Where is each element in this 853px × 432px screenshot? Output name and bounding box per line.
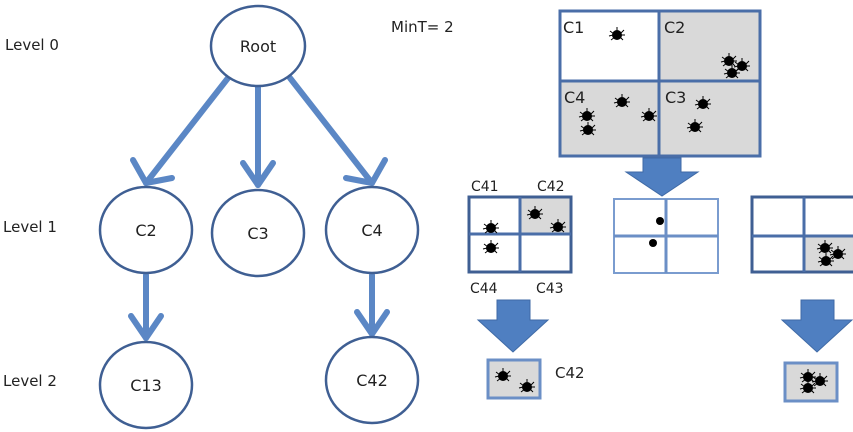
point	[482, 239, 500, 254]
cell-c44-label: C44	[470, 281, 498, 297]
threshold-label: MinT= 2	[391, 18, 454, 36]
result-c42-label: C42	[555, 364, 585, 382]
top-quad-grid	[558, 9, 762, 158]
node-root-label: Root	[240, 37, 276, 56]
point	[482, 219, 500, 234]
node-c4	[324, 185, 420, 275]
result-cell-c2	[783, 361, 839, 403]
node-c42-label: C42	[356, 371, 388, 390]
cell-c42-shade	[520, 197, 571, 234]
edge-c4-c42	[354, 272, 390, 337]
result-cell-c42	[486, 358, 542, 400]
level-1-label: Level 1	[3, 218, 57, 236]
edge-root-c3	[240, 83, 276, 188]
node-c3-label: C3	[247, 224, 268, 243]
edge-c2-c13	[128, 272, 164, 341]
cell-c3-shade	[659, 81, 760, 156]
c3-sub-grid	[613, 198, 719, 274]
cell-c4-shade	[560, 81, 659, 156]
cell-c41-label: C41	[471, 179, 499, 195]
c2-sub-grid	[750, 195, 853, 274]
down-arrow-right	[780, 299, 853, 353]
node-c2-label: C2	[135, 221, 156, 240]
cell-c43-label: C43	[536, 281, 564, 297]
cell-c3-label: C3	[665, 88, 686, 107]
node-c2	[98, 185, 194, 275]
cell-c4-label: C4	[564, 88, 585, 107]
tree-edges	[128, 75, 390, 341]
cell-c42-label: C42	[537, 179, 565, 195]
down-arrow-left	[476, 299, 550, 353]
node-root	[209, 4, 307, 88]
point	[649, 239, 657, 247]
cell-c2-label: C2	[664, 18, 685, 37]
level-2-label: Level 2	[3, 372, 57, 390]
point	[608, 26, 626, 41]
level-0-label: Level 0	[5, 36, 59, 54]
node-c13-label: C13	[130, 376, 162, 395]
tree-nodes	[98, 4, 420, 430]
edge-root-c4	[287, 75, 388, 186]
node-c42	[324, 335, 420, 425]
c4-sub-grid	[467, 195, 573, 274]
node-c4-label: C4	[361, 221, 382, 240]
node-c13	[98, 340, 194, 430]
down-arrow-top	[624, 157, 700, 197]
node-c3	[210, 188, 306, 278]
edge-root-c2	[130, 75, 231, 186]
point	[656, 217, 664, 225]
cell-c1-label: C1	[563, 18, 584, 37]
